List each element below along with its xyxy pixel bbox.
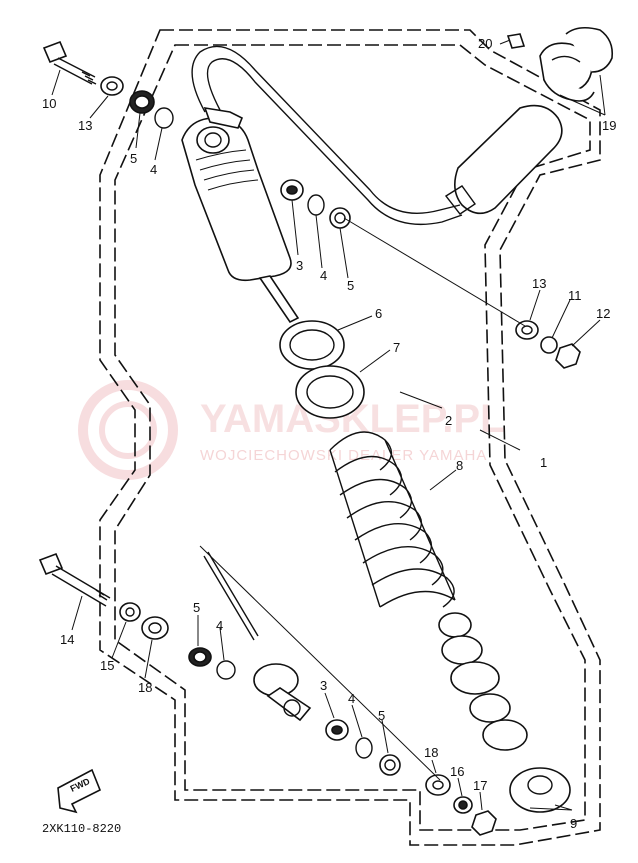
washer-16 <box>453 796 473 814</box>
callout-13: 13 <box>532 276 546 291</box>
ring-nut-7 <box>295 365 365 419</box>
washer-11 <box>540 336 558 354</box>
ring-nut-6 <box>279 320 345 370</box>
callout-4: 4 <box>348 691 355 706</box>
watermark-logo-inner <box>99 401 157 459</box>
collar-18-left <box>141 616 169 640</box>
callout-4: 4 <box>150 162 157 177</box>
callout-15: 15 <box>100 658 114 673</box>
callout-10: 10 <box>42 96 56 111</box>
upper-bolt <box>42 40 97 85</box>
shock-absorber <box>181 45 563 324</box>
washer-15 <box>119 602 141 622</box>
circlip-4-bottom <box>355 737 373 759</box>
collar-13-right <box>515 320 539 340</box>
leader-lines <box>51 39 606 811</box>
callout-4: 4 <box>320 268 327 283</box>
callout-1: 1 <box>540 455 547 470</box>
bushing-3-upper <box>280 179 304 201</box>
bushing-3-lower <box>325 719 349 741</box>
nut-12 <box>555 343 581 369</box>
nut-17 <box>471 810 497 836</box>
circlip-4-upper <box>154 107 174 129</box>
collar-18-right <box>425 774 451 796</box>
watermark-logo-outer <box>78 380 178 480</box>
callout-19: 19 <box>602 118 616 133</box>
lower-bolt-14 <box>38 552 111 607</box>
lower-clevis <box>253 663 312 722</box>
callout-8: 8 <box>456 458 463 473</box>
callout-5: 5 <box>130 151 137 166</box>
callout-12: 12 <box>596 306 610 321</box>
pushrod <box>203 551 259 641</box>
callout-5: 5 <box>193 600 200 615</box>
watermark-subtitle: WOJCIECHOWSKI DEALER YAMAHA <box>200 447 487 464</box>
drawing-code: 2XK110-8220 <box>42 822 121 836</box>
bracket-9 <box>509 767 571 813</box>
spring-seat-stack <box>438 612 528 751</box>
coil-spring-8 <box>329 431 456 608</box>
callout-2: 2 <box>445 413 452 428</box>
callout-11: 11 <box>568 288 582 303</box>
circlip-4-mid <box>307 194 325 216</box>
callout-18: 18 <box>138 680 152 695</box>
callout-13: 13 <box>78 118 92 133</box>
outer-dashed-outline <box>99 29 601 846</box>
bolt-20 <box>506 33 526 49</box>
seal-5-lower <box>188 647 212 667</box>
assembly-outline <box>99 29 601 846</box>
callout-5: 5 <box>347 278 354 293</box>
callout-6: 6 <box>375 306 382 321</box>
callout-4: 4 <box>216 618 223 633</box>
callout-3: 3 <box>320 678 327 693</box>
callout-5: 5 <box>378 708 385 723</box>
oil-seal-5-upper <box>129 90 155 114</box>
callout-18: 18 <box>424 745 438 760</box>
seal-5-bottom <box>379 754 401 776</box>
collar-13-upper <box>100 76 124 96</box>
callout-14: 14 <box>60 632 74 647</box>
circlip-4-lower <box>216 660 236 680</box>
seal-5-mid <box>329 207 351 229</box>
callout-17: 17 <box>473 778 487 793</box>
callout-16: 16 <box>450 764 464 779</box>
inner-dashed-outline <box>114 44 591 831</box>
fwd-arrow: FWD <box>57 768 102 814</box>
callouts: 10 13 5 4 3 4 5 20 19 6 7 2 13 11 12 1 8… <box>42 36 616 831</box>
callout-7: 7 <box>393 340 400 355</box>
callout-9: 9 <box>570 816 577 831</box>
callout-20: 20 <box>478 36 492 51</box>
callout-3: 3 <box>296 258 303 273</box>
